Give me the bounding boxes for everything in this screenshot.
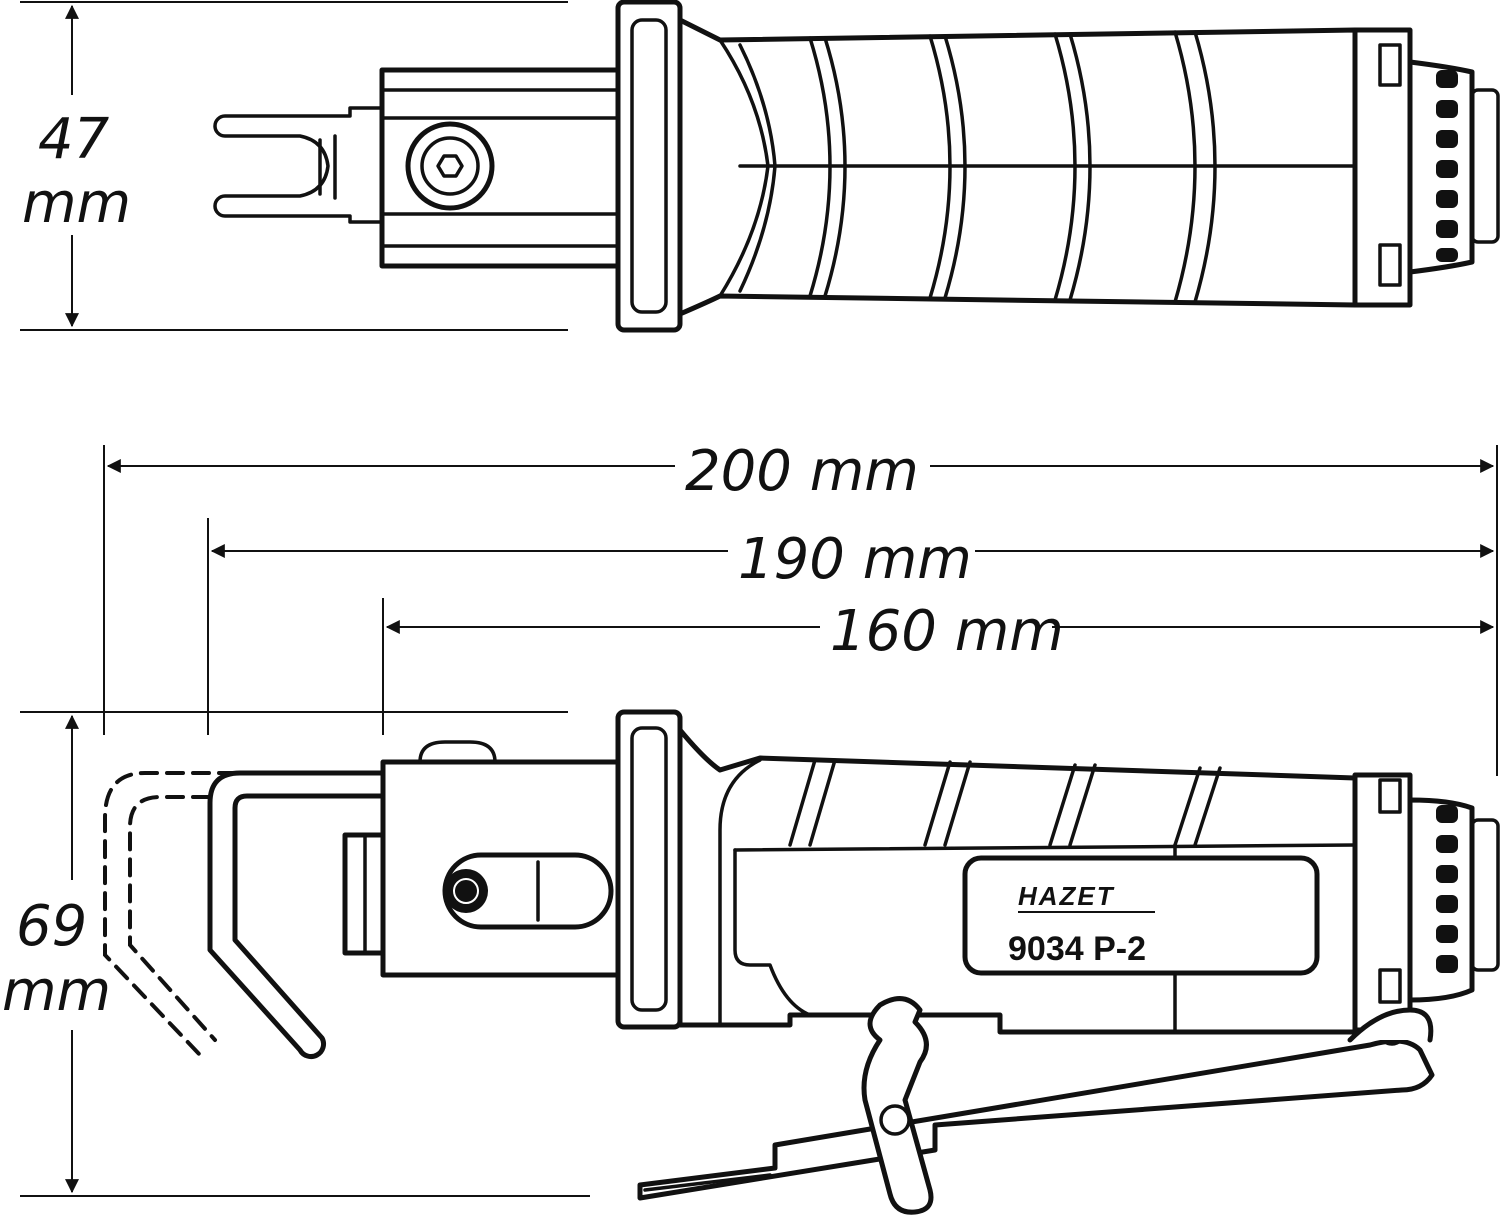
top-flange: [615, 0, 683, 333]
clamp-screw-icon: [444, 869, 488, 913]
length-dimensions: 200 mm 190 mm 160 mm: [103, 439, 1498, 776]
top-view: 47 mm: [20, 0, 1500, 333]
side-height-value: 69: [16, 894, 87, 959]
length-body-label: 160 mm: [830, 599, 1064, 664]
length-overall-label: 200 mm: [685, 439, 919, 504]
side-height-unit: mm: [2, 959, 111, 1024]
side-view: 69 mm HAZET 9034 P-2: [2, 709, 1500, 1215]
length-mid-label: 190 mm: [738, 527, 972, 592]
top-height-unit: mm: [22, 171, 131, 236]
blade-guard-icon: [207, 770, 386, 1060]
trigger-lever-icon[interactable]: [637, 1038, 1435, 1201]
top-height-value: 47: [38, 107, 110, 172]
blade-fork-icon: [213, 106, 384, 224]
side-flange: [615, 709, 683, 1030]
product-label-plate: [962, 855, 1320, 976]
model-number: 9034 P-2: [1008, 930, 1146, 968]
blade-guard-alt-position: [103, 771, 237, 1057]
brand-logo: HAZET: [1018, 881, 1115, 911]
